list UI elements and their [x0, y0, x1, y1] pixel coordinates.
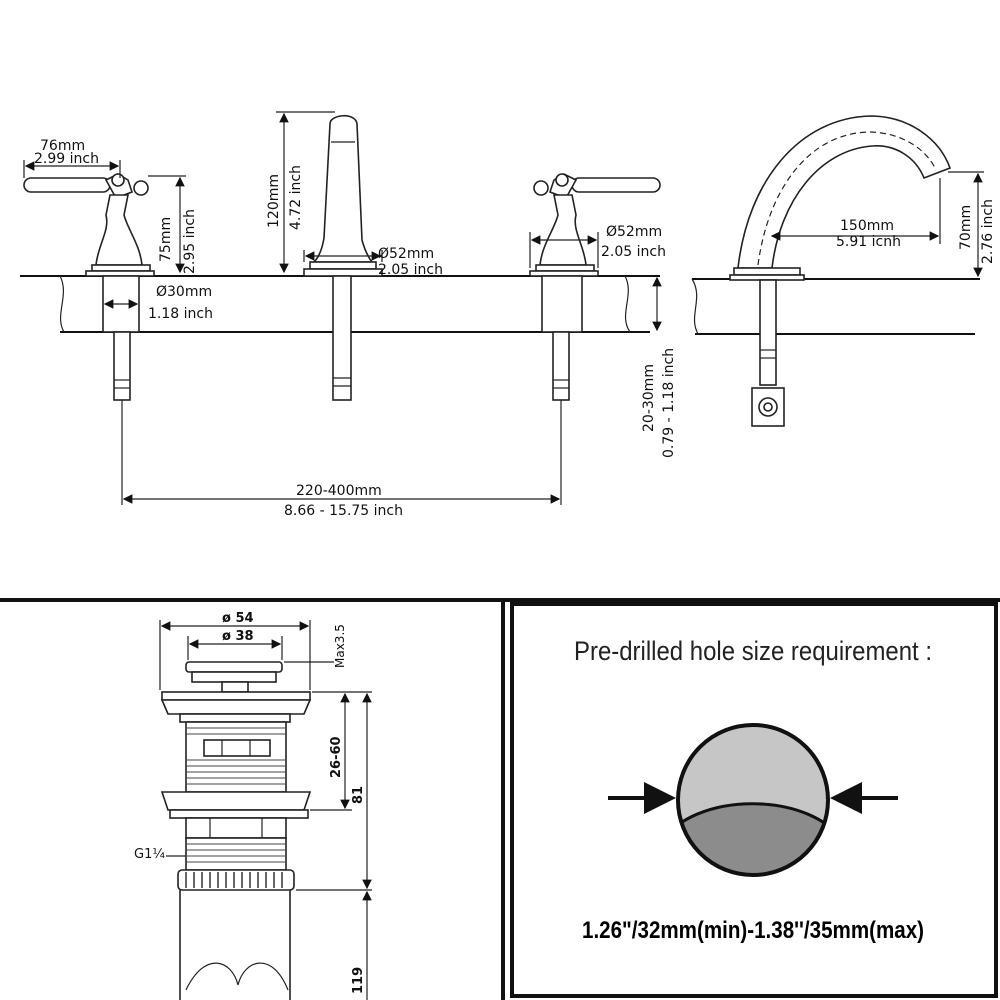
shank-mm: Ø30mm [156, 284, 212, 300]
hole-requirement: 1.26"/32mm(min)-1.38''/35mm(max) [582, 917, 924, 944]
side-view [691, 115, 984, 427]
drain-max: Max3.5 [333, 624, 347, 668]
dimension-lines [23, 111, 662, 505]
reach-in: 5.91 icnh [836, 234, 901, 250]
hole-title: Pre-drilled hole size requirement : [574, 636, 932, 666]
handle-width-mm: 76mm [40, 138, 85, 154]
drain-thread: G1¼ [134, 847, 165, 862]
drain-drawing [159, 620, 372, 1000]
drain-outer-dia: ø 54 [222, 611, 254, 626]
handle-width-in: 2.99 inch [34, 151, 99, 167]
deck-in: 0.79 - 1.18 inch [661, 348, 677, 458]
handle-height-in: 2.95 inch [182, 209, 198, 274]
hole-diagram [608, 723, 898, 877]
left-handle [23, 173, 155, 401]
drain-bottom: 119 [351, 967, 366, 994]
spout-base-in: 2.05 inch [378, 262, 443, 278]
deck-mm: 20-30mm [641, 364, 657, 432]
right-handle [529, 173, 661, 401]
drain-inner-dia: ø 38 [222, 629, 254, 644]
shank-in: 1.18 inch [148, 306, 213, 322]
handle-base-mm: Ø52mm [606, 224, 662, 240]
reach-mm: 150mm [840, 218, 894, 234]
handle-base-in: 2.05 inch [601, 244, 666, 260]
spout-height-mm: 120mm [266, 174, 282, 228]
handle-height-mm: 75mm [158, 217, 174, 262]
outlet-height-in: 2.76 inch [980, 199, 996, 264]
hole-panel-frame [510, 602, 998, 998]
drain-range: 26-60 [329, 736, 344, 778]
outlet-height-mm: 70mm [958, 205, 974, 250]
spout-base-mm: Ø52mm [378, 246, 434, 262]
spread-in: 8.66 - 15.75 inch [284, 503, 403, 519]
center-spout [303, 114, 383, 401]
drain-height: 81 [351, 786, 366, 804]
spout-height-in: 4.72 inch [288, 165, 304, 230]
spread-mm: 220-400mm [296, 483, 382, 499]
